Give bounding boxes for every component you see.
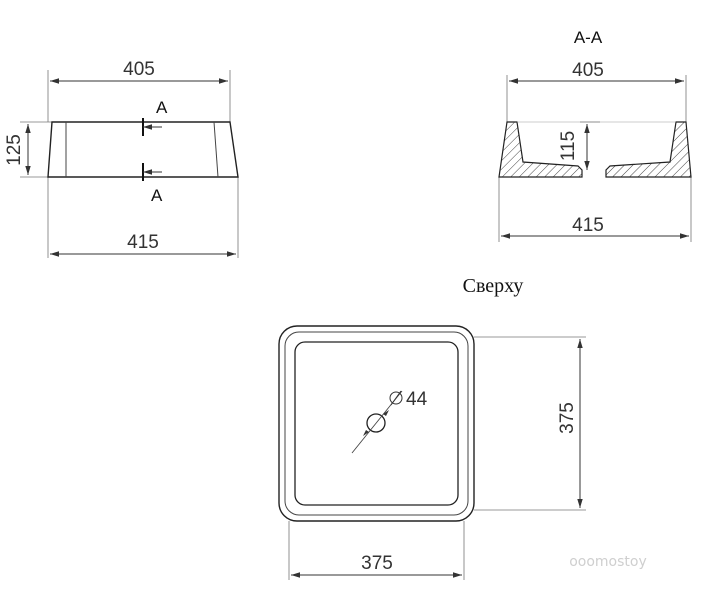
watermark: ooomostoy (569, 554, 647, 570)
top-view-rim (284, 331, 469, 516)
top-width-label: 375 (361, 553, 393, 574)
top-view-outer-outline (278, 325, 475, 522)
section-bottom-width-label: 415 (572, 215, 604, 236)
top-view: Сверху 44 375 375 (278, 275, 586, 580)
section-left-wall (498, 121, 583, 178)
front-top-width-label: 405 (123, 59, 155, 80)
top-depth-label: 375 (557, 402, 578, 434)
section-title: A-A (574, 28, 603, 47)
front-bottom-width-label: 415 (127, 232, 159, 253)
section-right-wall (605, 121, 692, 178)
drain-diameter-label: 44 (406, 389, 428, 410)
top-view-title: Сверху (463, 275, 524, 297)
section-depth-label: 115 (558, 131, 579, 161)
section-marker-bottom-label: A (151, 186, 163, 205)
diameter-icon (389, 391, 403, 405)
front-height-label: 125 (4, 134, 25, 166)
section-marker-top-label: A (156, 98, 168, 117)
section-view: A-A 405 415 115 (498, 28, 692, 242)
front-view: 405 415 125 A A (4, 59, 239, 258)
front-basin-outline (47, 121, 239, 178)
section-top-width-label: 405 (572, 60, 604, 81)
top-view-bowl (294, 341, 459, 506)
drain-hole (366, 413, 386, 433)
